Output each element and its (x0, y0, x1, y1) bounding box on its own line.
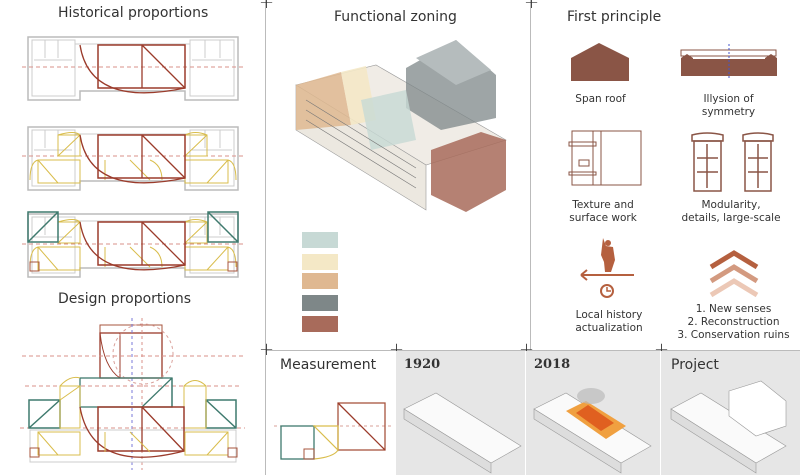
year-1920-label: 1920 (404, 357, 441, 372)
principle-label: Illysion of symmetry (701, 93, 756, 118)
legend-swatch-zone-4 (302, 295, 338, 311)
legend-swatch-zone-5 (302, 316, 338, 332)
principle-label: 1. New senses (695, 303, 772, 315)
first-principle-title: First principle (567, 9, 662, 25)
texture-facade-icon (568, 130, 642, 186)
year-2018-label: 2018 (534, 357, 571, 372)
measurement-diagram (274, 402, 391, 460)
legend-swatch-zone-2 (302, 254, 338, 270)
crosshair-mark: + (524, 0, 540, 13)
principle-label: Local history actualization (575, 309, 643, 334)
windows-icon (691, 132, 774, 192)
principle-label: Texture and surface work (569, 199, 637, 224)
measurement-panel: Measurement (266, 351, 395, 475)
divider (530, 0, 531, 475)
building-1920-render (403, 392, 522, 474)
history-1920-panel: 1920 (396, 351, 525, 475)
principle-label: Modularity, details, large-scale (681, 199, 781, 224)
principle-label: 3. Conservation ruins (677, 329, 790, 341)
crosshair-mark: + (259, 339, 275, 360)
legend-swatch-zone-3 (302, 273, 338, 289)
project-title: Project (671, 357, 719, 373)
legend-swatch-zone-1 (302, 232, 338, 248)
principle-label: 2. Reconstruction (687, 316, 780, 328)
history-figure-icon (580, 238, 634, 298)
zoning-axonometric-drawing (295, 40, 507, 212)
history-2018-panel: 2018 (526, 351, 660, 475)
divider (265, 350, 800, 351)
symmetry-icon (680, 44, 777, 80)
first-principle-panel: First principle (531, 0, 800, 350)
building-project-render (670, 380, 787, 474)
building-2018-render (533, 388, 652, 474)
measurement-title: Measurement (280, 357, 377, 373)
principle-label: Span roof (575, 93, 626, 105)
principle-icons (568, 43, 777, 298)
proportions-panel: Historical proportions Design proportion… (0, 0, 265, 475)
crosshair-mark: + (259, 0, 275, 13)
project-panel: Project (661, 351, 800, 475)
chevrons-icon (709, 250, 759, 298)
span-roof-icon (571, 43, 629, 81)
design-proportions-title: Design proportions (58, 291, 192, 307)
divider (265, 0, 266, 475)
functional-zoning-title: Functional zoning (334, 9, 457, 25)
proportion-plans-drawing (20, 36, 245, 470)
functional-zoning-panel: Functional zoning (266, 0, 530, 350)
historical-proportions-title: Historical proportions (58, 5, 209, 21)
